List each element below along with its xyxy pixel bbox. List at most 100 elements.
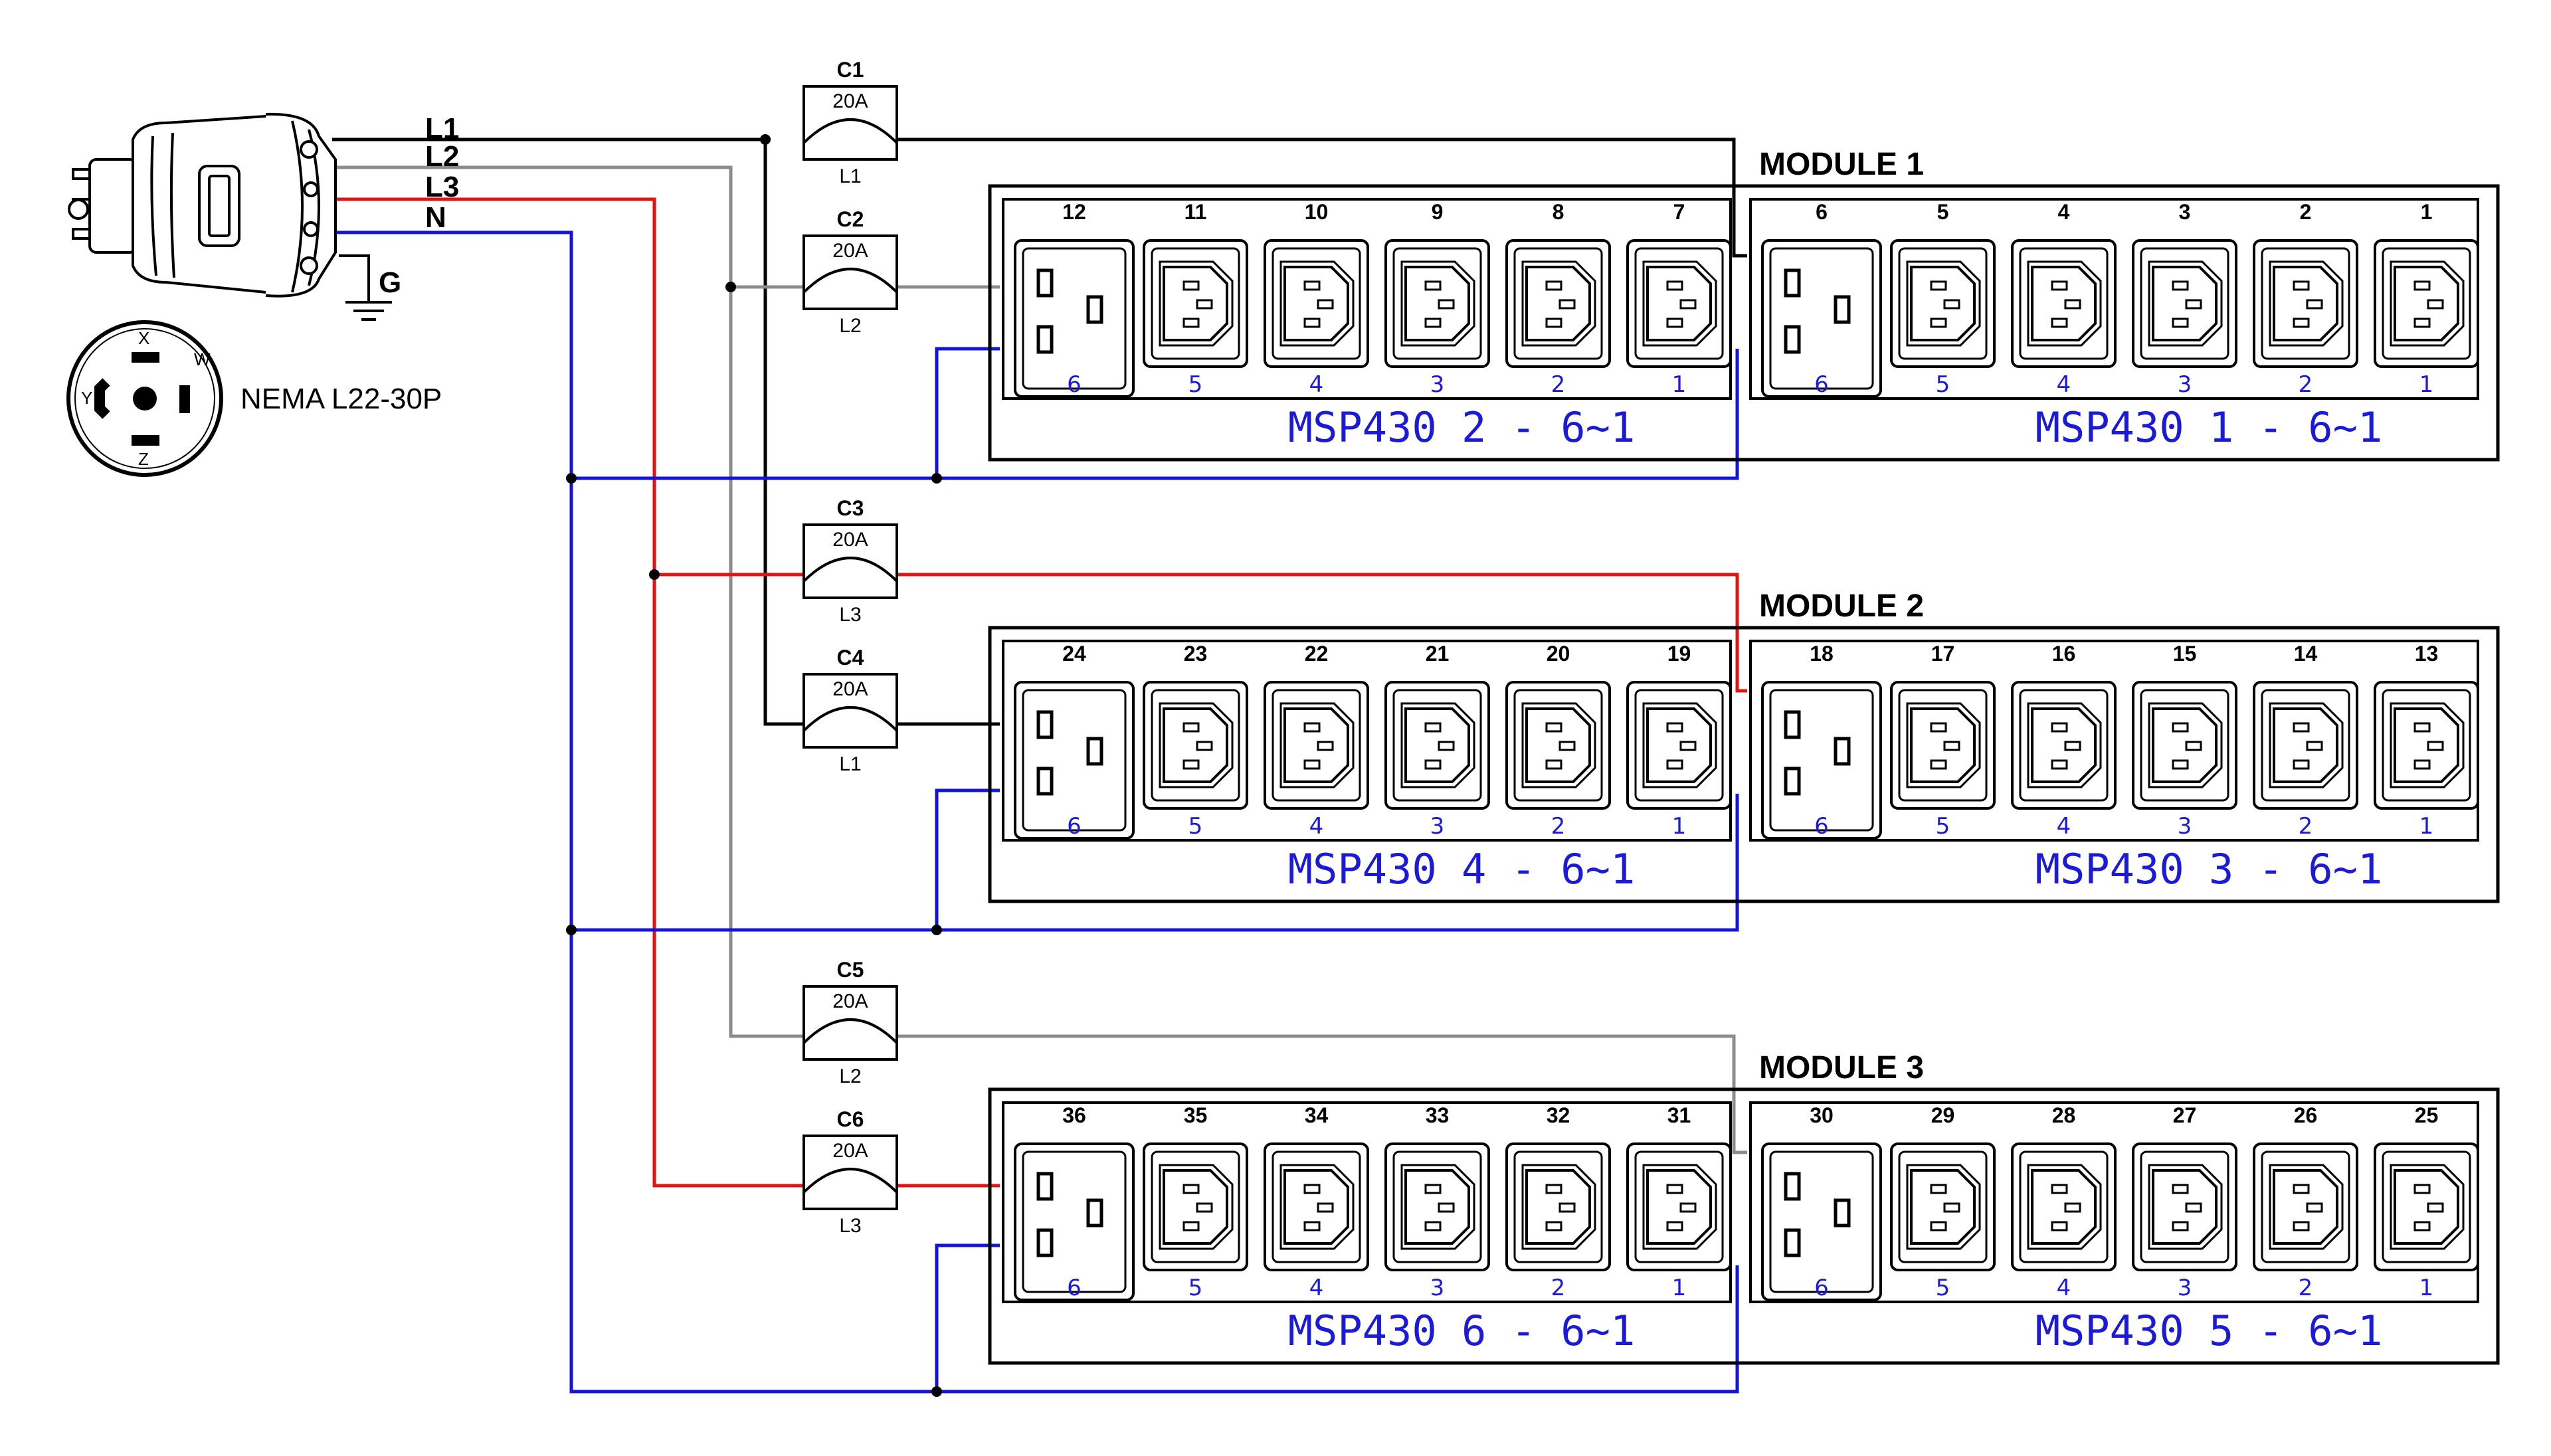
junction-dots — [566, 134, 942, 1397]
outlet-shape-outer — [2390, 1164, 2465, 1250]
port-number: 6 — [1067, 813, 1082, 840]
outlet-pin — [1182, 1184, 1200, 1194]
outlet-shape — [1163, 707, 1228, 783]
l3-wire — [332, 197, 1747, 1188]
outlet-frame — [1384, 681, 1490, 810]
outlet-pin — [2051, 1221, 2068, 1231]
c13-outlet: 295 — [1890, 1103, 1996, 1301]
outlet-shape — [1646, 1169, 1712, 1245]
outlet-pin — [1784, 268, 1801, 298]
c13-outlet: 82 — [1505, 200, 1611, 398]
outlet-number: 18 — [1810, 642, 1834, 666]
breaker-id: C3 — [837, 496, 864, 520]
breaker-phase: L2 — [839, 315, 861, 337]
outlet-inner — [1022, 1150, 1127, 1293]
outlet-number: 5 — [1937, 200, 1949, 224]
outlet-frame — [1143, 1142, 1248, 1271]
face-letter-y: Y — [81, 388, 92, 408]
outlet-pin — [1545, 759, 1562, 770]
outlet-inner — [1634, 247, 1724, 360]
outlet-shape — [1910, 266, 1976, 341]
outlet-inner — [1513, 1150, 1603, 1263]
c13-outlet: 71 — [1626, 200, 1732, 398]
outlet-pin — [1036, 325, 1054, 354]
outlet-pin — [1182, 759, 1200, 770]
outlet-frame — [1264, 1142, 1369, 1271]
outlet-pin — [2293, 759, 2310, 770]
module-title: MODULE 2 — [1759, 589, 1924, 624]
outlet-frame — [2132, 239, 2237, 368]
port-number: 4 — [1309, 813, 1324, 840]
outlet-number: 14 — [2294, 642, 2318, 666]
port-number: 3 — [1430, 813, 1445, 840]
l2-wire — [332, 165, 1747, 1154]
outlet-pin — [1930, 1221, 1947, 1231]
outlet-pin — [1303, 759, 1321, 770]
outlet-pin — [1182, 280, 1200, 291]
outlet-shape-outer — [2390, 702, 2465, 788]
outlet-shape-outer — [2269, 702, 2344, 788]
outlet-inner — [1022, 247, 1127, 390]
c13-outlet: 262 — [2253, 1103, 2358, 1301]
port-number: 2 — [1551, 813, 1566, 840]
outlet-inner — [1898, 1150, 1988, 1263]
nema-model-label: NEMA L22-30P — [240, 383, 442, 415]
wire-label-l2: L2 — [425, 140, 459, 173]
breaker-arc-icon — [803, 268, 898, 294]
breaker-box — [803, 234, 898, 310]
c13-outlet: 235 — [1143, 642, 1248, 840]
outlet-number: 16 — [2052, 642, 2076, 666]
outlet-frame — [1505, 681, 1611, 810]
outlet-shape — [2152, 707, 2218, 783]
outlet-frame — [1505, 239, 1611, 368]
port-number: 2 — [1551, 371, 1566, 398]
ground-wire — [339, 254, 392, 321]
outlet-shape-outer — [1906, 702, 1981, 788]
outlet-frame — [1014, 681, 1135, 840]
outlet-inner — [1272, 247, 1361, 360]
outlet-frame — [1505, 1142, 1611, 1271]
outlet-shape — [2273, 266, 2338, 341]
outlet-shape-outer — [2027, 1164, 2102, 1250]
outlet-frame — [1014, 1142, 1135, 1301]
outlet-pin — [1679, 299, 1697, 310]
outlet-inner — [1392, 247, 1482, 360]
outlet-shape-outer — [1279, 260, 1355, 347]
c13-outlet: 104 — [1264, 200, 1369, 398]
outlet-frame — [1264, 239, 1369, 368]
outlet-frame — [2132, 1142, 2237, 1271]
outlet-inner — [1513, 247, 1603, 360]
outlet-shape — [1525, 266, 1591, 341]
c13-outlet: 251 — [2374, 1103, 2479, 1301]
outlet-inner — [2382, 689, 2471, 802]
outlet-pin — [1182, 722, 1200, 733]
breaker-box — [803, 523, 898, 599]
module-title: MODULE 3 — [1759, 1050, 1924, 1085]
outlet-inner — [2261, 1150, 2350, 1263]
c19-outlet: 366 — [1014, 1103, 1135, 1301]
outlet-pin — [1784, 1172, 1801, 1201]
outlet-shape — [2031, 266, 2097, 341]
outlet-pin — [2306, 741, 2323, 751]
outlet-shape — [2031, 707, 2097, 783]
outlet-pin — [1086, 737, 1103, 766]
outlet-inner — [1392, 689, 1482, 802]
outlet-pin — [1545, 318, 1562, 328]
breaker-phase: L1 — [839, 165, 861, 187]
outlet-inner — [1151, 247, 1240, 360]
outlet-pin — [2185, 1202, 2202, 1213]
outlet-pin — [1545, 280, 1562, 291]
outlet-pin — [2413, 722, 2431, 733]
outlet-pin — [1930, 1184, 1947, 1194]
outlet-pin — [1036, 1228, 1054, 1257]
port-number: 1 — [2419, 371, 2434, 398]
outlet-inner — [1634, 689, 1724, 802]
port-number: 5 — [1188, 813, 1203, 840]
port-number: 1 — [2419, 813, 2434, 840]
outlet-pin — [1086, 1198, 1103, 1228]
outlet-pin — [1559, 1202, 1576, 1213]
